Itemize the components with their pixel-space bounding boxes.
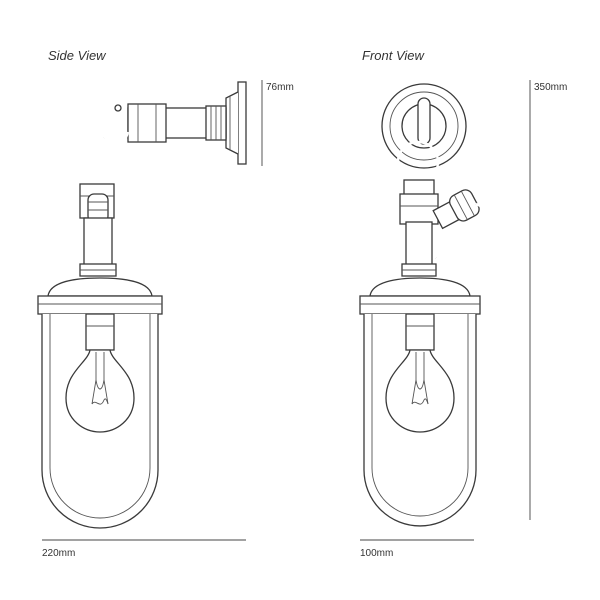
side-hook-ring	[83, 103, 130, 150]
front-cap	[359, 277, 481, 315]
front-height-label: 350mm	[534, 82, 567, 93]
front-height-dimension: 350mm	[529, 80, 567, 520]
front-body	[399, 179, 439, 277]
side-width-label: 220mm	[42, 548, 75, 559]
side-bulb	[65, 313, 135, 433]
front-cable-loop	[435, 202, 501, 275]
side-view-title: Side View	[48, 48, 107, 63]
side-cap	[37, 277, 163, 315]
side-view: Side View	[37, 48, 294, 559]
side-wall-plate	[225, 81, 247, 165]
side-arm	[127, 103, 227, 143]
side-width-dimension: 220mm	[42, 539, 246, 559]
side-depth-label: 76mm	[266, 82, 294, 93]
side-depth-dimension: 76mm	[261, 80, 294, 166]
side-body	[79, 183, 117, 277]
front-view-title: Front View	[362, 48, 426, 63]
side-cable	[100, 155, 234, 260]
side-hanging-rod	[94, 137, 106, 185]
front-bulb	[385, 313, 455, 433]
front-width-dimension: 100mm	[360, 539, 474, 559]
front-width-label: 100mm	[360, 548, 393, 559]
front-view: Front View	[359, 48, 567, 559]
front-cable-gland	[432, 189, 480, 230]
